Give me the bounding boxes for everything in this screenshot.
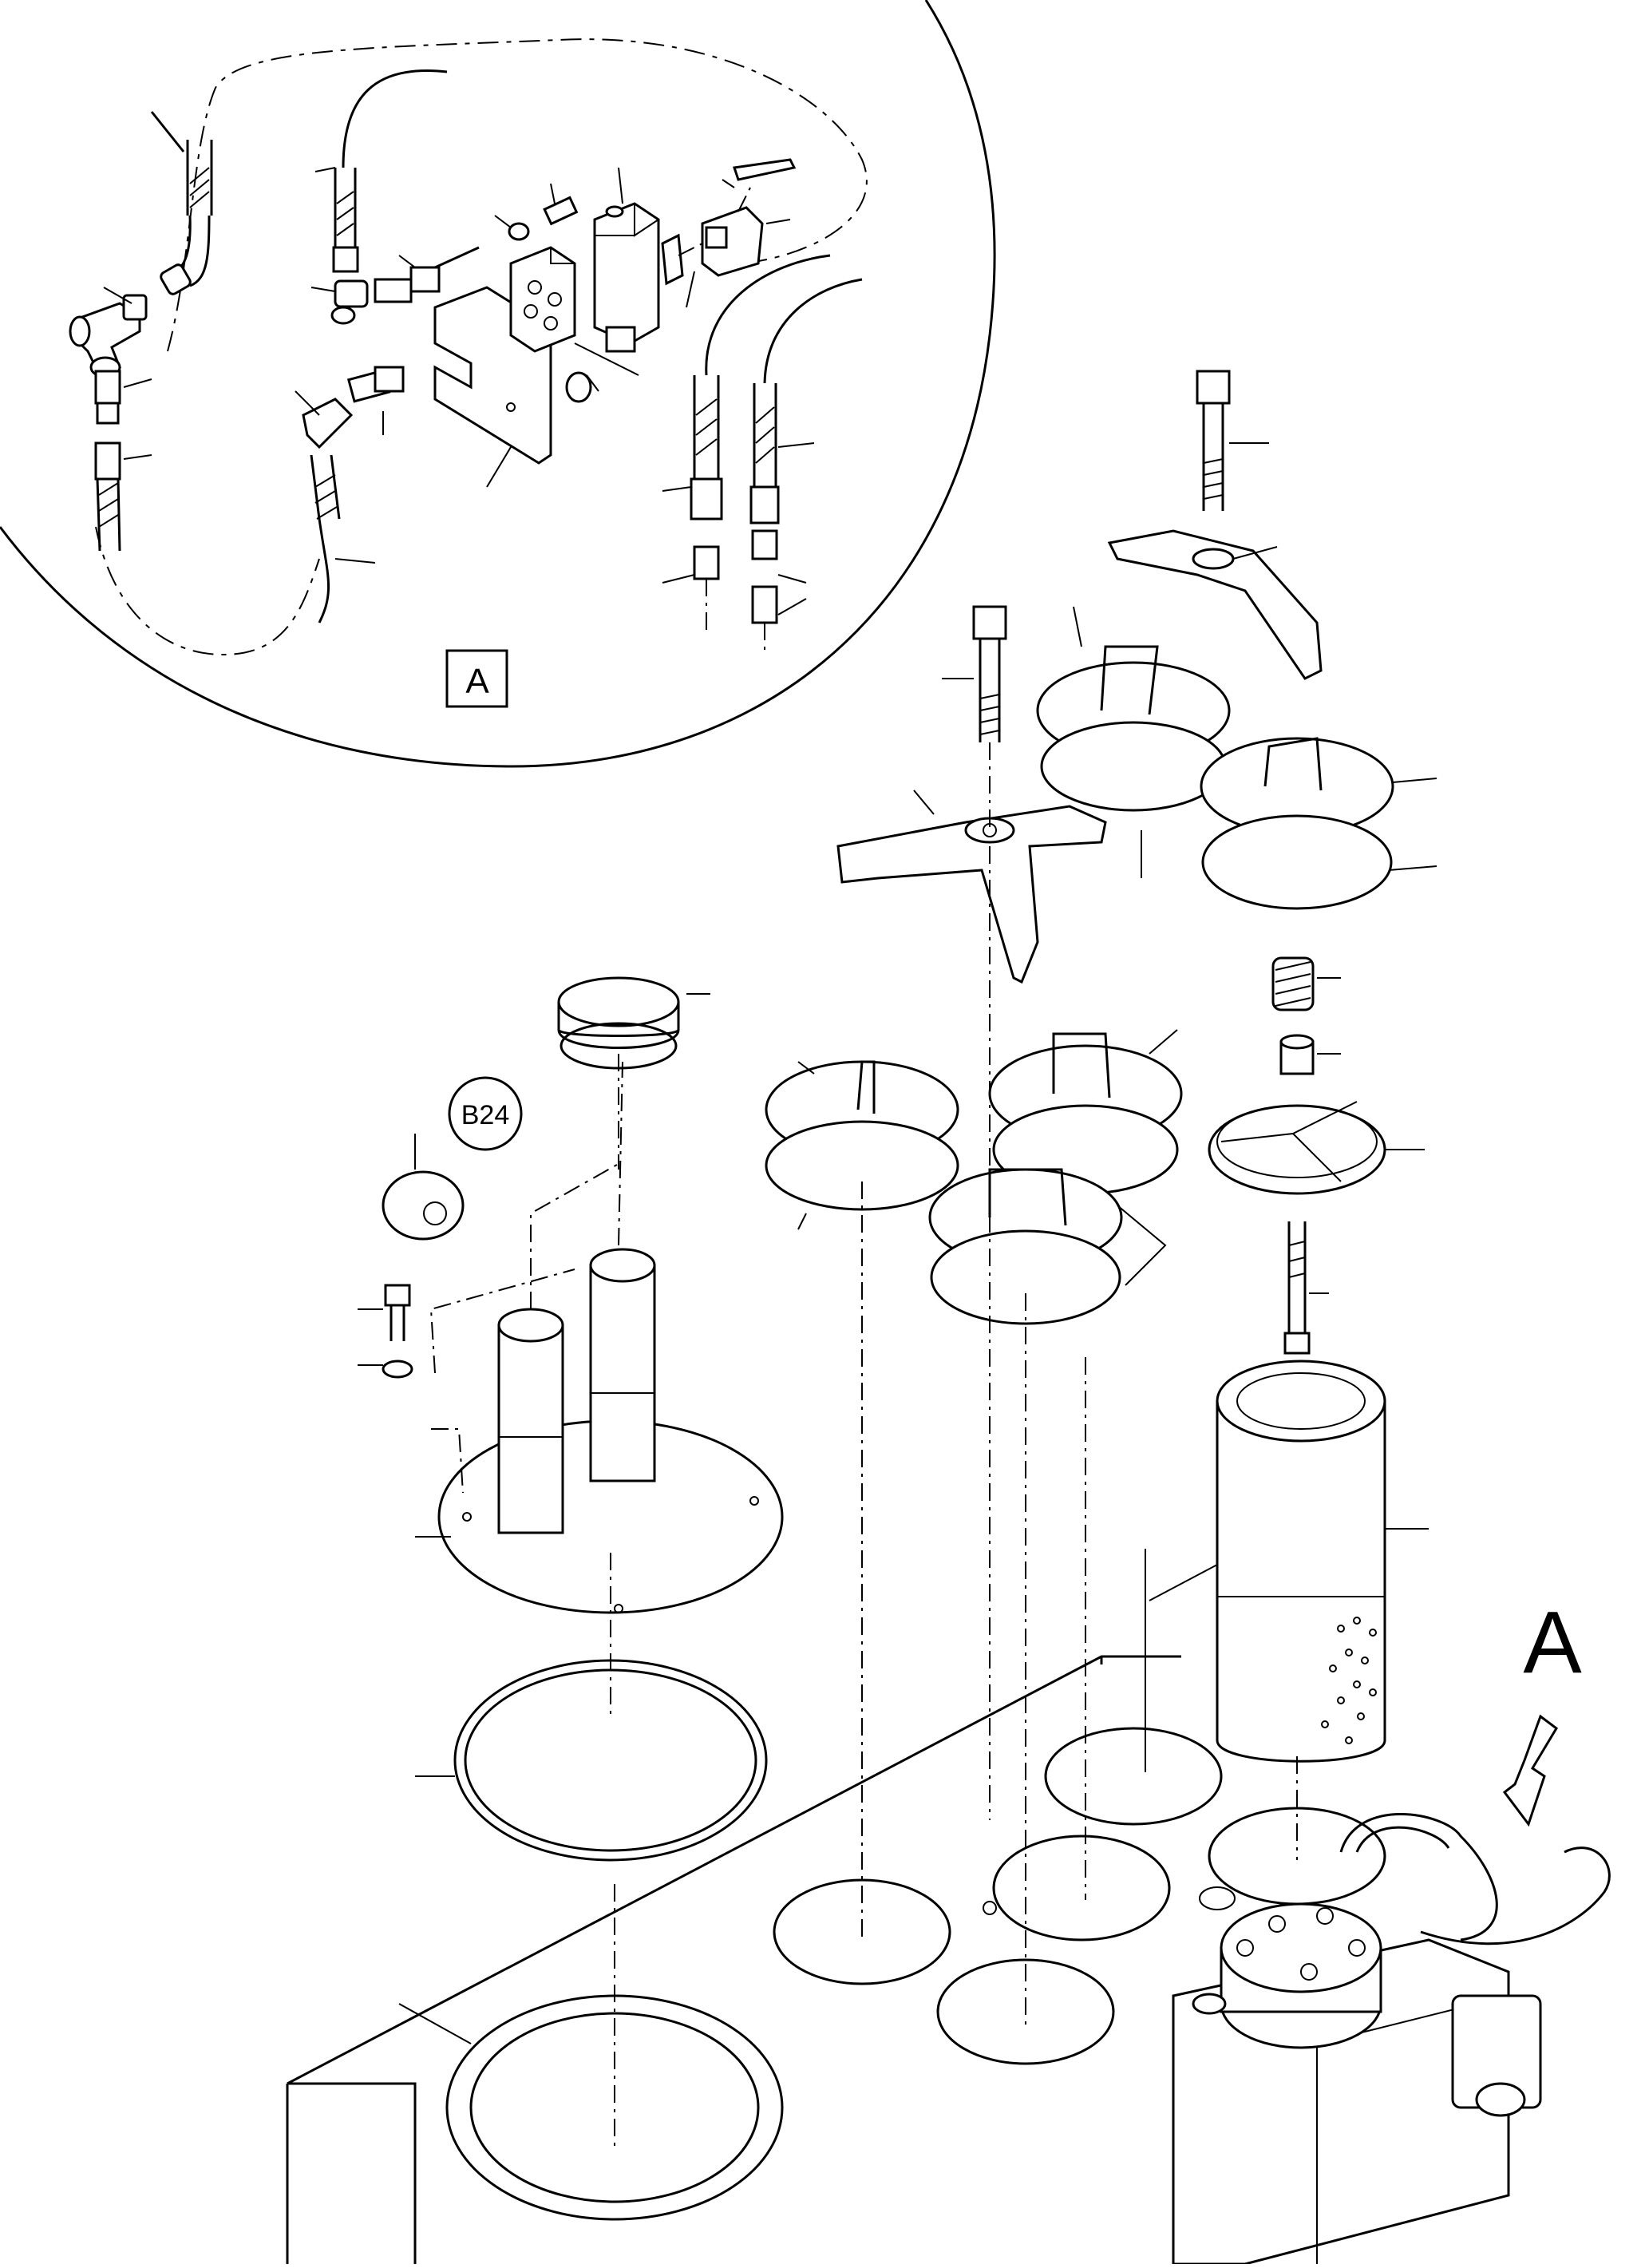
detail-a-box — [445, 649, 508, 708]
hose-right — [662, 254, 863, 655]
view-indicator-label: A — [1523, 1593, 1582, 1692]
filter-cap-4 — [1036, 606, 1231, 878]
hose-left-lower — [94, 370, 152, 552]
pump-valve-block — [1172, 1813, 1611, 2266]
base-gasket — [398, 1994, 784, 2221]
reservoir-top — [286, 1655, 1181, 2264]
spring — [1271, 956, 1341, 1011]
connector-plug — [661, 158, 797, 308]
lock-nut: B24 — [382, 1076, 523, 1241]
filter-cap-5 — [1200, 737, 1437, 910]
elbow-fittings — [295, 246, 480, 623]
detail-a-region: A — [0, 0, 996, 768]
spacer — [1279, 1034, 1341, 1075]
screw-washer — [358, 1269, 575, 1379]
detail-a-boundary — [0, 0, 996, 768]
filter-perforation — [1321, 1617, 1377, 1744]
detail-a-box-label: A — [465, 662, 489, 701]
o-ring — [415, 1659, 768, 1862]
hose-mid — [314, 69, 448, 273]
hollow-arrow-down-left-icon — [1502, 1714, 1558, 1827]
manifold-block — [494, 183, 639, 403]
b24-reference-circle — [448, 1076, 523, 1151]
hose-left — [150, 111, 213, 295]
view-indicator: A — [1502, 1593, 1582, 1827]
tee-fitting — [69, 287, 148, 378]
bar-handle — [1107, 529, 1323, 680]
hose-route-line — [95, 38, 868, 656]
pressure-switch — [593, 167, 660, 353]
assembly-center-lines — [610, 1054, 1298, 2147]
long-bolt-left — [942, 605, 1007, 1820]
spider-retainer — [1208, 1101, 1425, 1195]
through-bolt — [1283, 1221, 1329, 1355]
breather-cap — [557, 976, 710, 1070]
cover-plate — [415, 1061, 784, 1614]
filter-cap-1 — [765, 1060, 959, 1230]
cross-handle-left — [836, 790, 1107, 984]
filter-canister — [1145, 1360, 1429, 1772]
b24-reference-label: B24 — [461, 1100, 510, 1130]
filter-cap-3 — [928, 1168, 1167, 1325]
long-bolt-right — [1196, 370, 1269, 511]
